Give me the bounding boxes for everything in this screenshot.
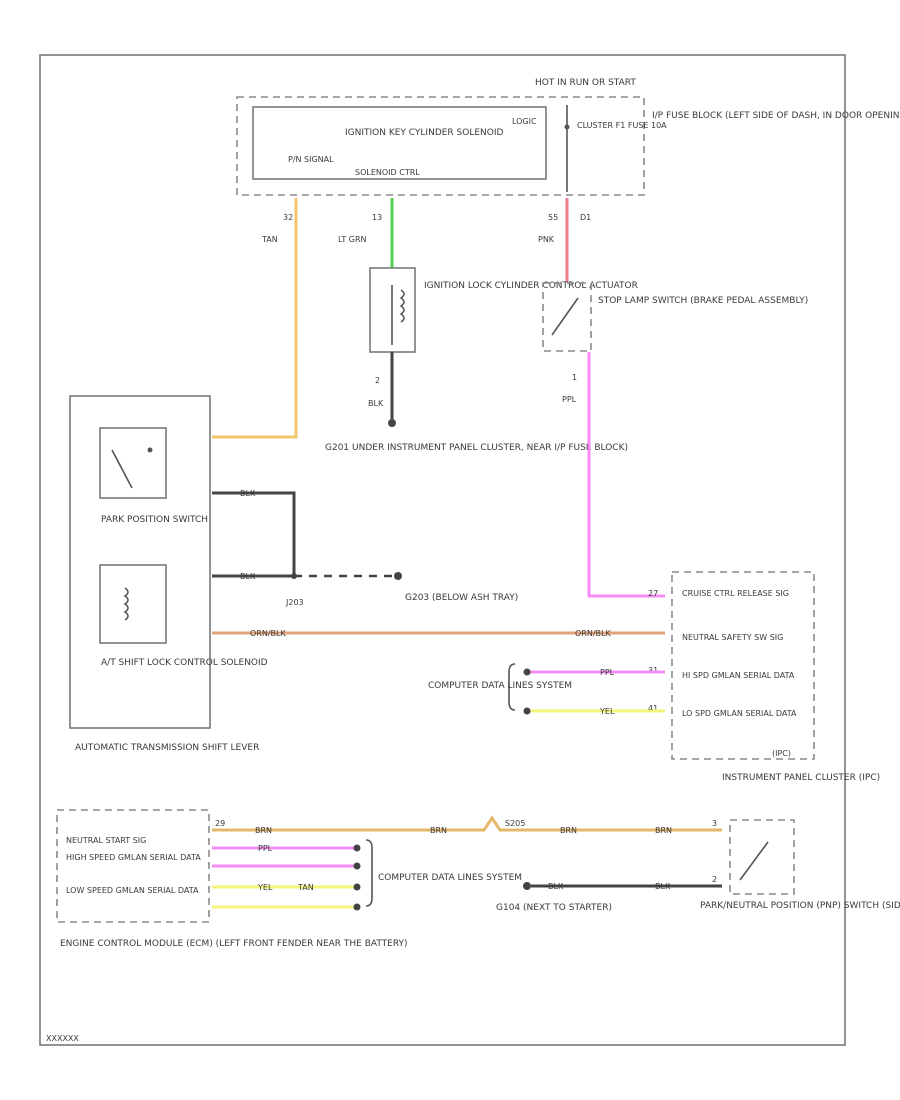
solenoid-icon [123,587,129,621]
wire-blk-park [212,491,296,576]
data-bracket-ipc [508,663,516,711]
s205-label: S205 [505,819,525,828]
park-switch-label: PARK POSITION SWITCH [101,515,208,525]
wire-pnk-pin2: 55 [548,213,558,222]
ground-g201-icon [388,419,396,427]
footer-code: XXXXXX [46,1034,79,1043]
data-arrow-ppl [523,668,531,676]
wire-blk-pin: 2 [375,376,380,385]
pin-label: P/N SIGNAL [288,155,334,164]
ignition-actuator-label: IGNITION LOCK CYLINDER CONTROL ACTUATOR [424,281,638,291]
wire-orn-blk-label2: ORN/BLK [575,629,611,638]
stoplamp-contact [551,297,579,336]
fuse-node [564,124,570,130]
wire-blk-label: BLK [368,399,384,408]
hot-label: HOT IN RUN OR START [535,78,636,88]
neutral-safety-label: NEUTRAL SAFETY SW SIG [682,633,783,642]
wire-blk-park-label: BLK [240,489,256,498]
wire-blk-g104-label2: BLK [655,882,671,891]
ground-g201-label: G201 UNDER INSTRUMENT PANEL CLUSTER, NEA… [325,443,628,453]
wire-yel-ecm-label: YEL [257,883,273,892]
pnp-switch-contact [739,841,769,881]
ecm-label: ENGINE CONTROL MODULE (ECM) (LEFT FRONT … [60,939,408,949]
ground-g104-label: G104 (NEXT TO STARTER) [496,903,612,913]
pin-41: 41 [648,704,658,713]
ecm-high-label: HIGH SPEED GMLAN SERIAL DATA [66,853,201,862]
wire-orn-blk-label1: ORN/BLK [250,629,286,638]
shift-lever-label: AUTOMATIC TRANSMISSION SHIFT LEVER [75,743,259,753]
stoplamp-box [542,282,592,352]
ecm-data-arrow-4 [353,903,361,911]
wire-ltgrn-label: LT GRN [338,235,367,244]
pin-27: 27 [648,589,658,598]
ecm-low-label: LOW SPEED GMLAN SERIAL DATA [66,886,199,895]
wire-tan-label: TAN [261,235,278,244]
lo-serial-label: LO SPD GMLAN SERIAL DATA [682,709,797,718]
park-switch-box [99,427,167,499]
splice-label: J203 [285,598,304,607]
wire-brn-label3: BRN [560,826,577,835]
wire-pnk-label: PNK [538,235,555,244]
fuse-label: CLUSTER F1 FUSE 10A [577,121,667,130]
fuse-block-outline [236,96,645,196]
shift-lock-label: A/T SHIFT LOCK CONTROL SOLENOID [101,658,268,668]
bcm-label: IGNITION KEY CYLINDER SOLENOID [345,128,504,138]
ecm-data-arrow-2 [353,862,361,870]
wire-blk-solenoid-label: BLK [240,572,256,581]
data-arrow-yel [523,707,531,715]
wire-ppl-ecm-label: PPL [258,844,273,853]
ipc-label: INSTRUMENT PANEL CLUSTER (IPC) [722,773,880,783]
wire-pnk-pin: D1 [580,213,591,222]
ground-g203-icon [394,572,402,580]
ground-g104-icon [523,882,531,890]
wire-brn-label4: BRN [655,826,672,835]
ipc-connector-box [671,571,815,760]
wire-ppl-label: PPL [562,395,577,404]
diagram-frame [39,54,846,1046]
shift-lever-box [69,395,211,729]
hi-serial-label: HI SPD GMLAN SERIAL DATA [682,671,795,680]
fuse-block-location: I/P FUSE BLOCK (LEFT SIDE OF DASH, IN DO… [652,111,900,121]
pin-3: 3 [712,819,717,828]
wire-brn-label1: BRN [255,826,272,835]
data-bracket-ecm [365,839,373,907]
ecm-data-arrow-3 [353,883,361,891]
ipc-tag: (IPC) [772,749,791,758]
wire-ppl-pin: 1 [572,373,577,382]
wire-ltgrn-pin: 13 [372,213,382,222]
wire-yel-serial-label: YEL [599,707,615,716]
bcm-box [252,106,547,180]
computer-data-label-ecm: COMPUTER DATA LINES SYSTEM [378,873,522,883]
shift-lock-box [99,564,167,644]
ecm-box [56,809,210,923]
pin-29: 29 [215,819,225,828]
coil-icon [399,289,405,323]
logic-label: LOGIC [512,117,537,126]
wire-brn [212,815,722,832]
cruise-label: CRUISE CTRL RELEASE SIG [682,589,789,598]
wire-blk-g104-label1: BLK [548,882,564,891]
park-switch-contact [111,449,133,489]
wire-brn-label2: BRN [430,826,447,835]
pnp-switch-box [729,819,795,895]
ecm-data-arrow-1 [353,844,361,852]
park-switch-dot [147,447,153,453]
ecm-neutral-label: NEUTRAL START SIG [66,836,146,845]
wire-tan-pin: 32 [283,213,293,222]
computer-data-label-ipc: COMPUTER DATA LINES SYSTEM [428,681,572,691]
pnp-label: PARK/NEUTRAL POSITION (PNP) SWITCH (SIDE… [700,901,900,911]
stoplamp-label: STOP LAMP SWITCH (BRAKE PEDAL ASSEMBLY) [598,296,808,306]
wire-ppl-top [587,352,665,598]
wire-ppl-serial-label: PPL [600,668,615,677]
wire-tan-ecm-label: TAN [297,883,314,892]
pin-2: 2 [712,875,717,884]
sol-ctrl-label: SOLENOID CTRL [355,168,420,177]
wire-tan [212,198,298,439]
ground-g203-label: G203 (BELOW ASH TRAY) [405,593,518,603]
